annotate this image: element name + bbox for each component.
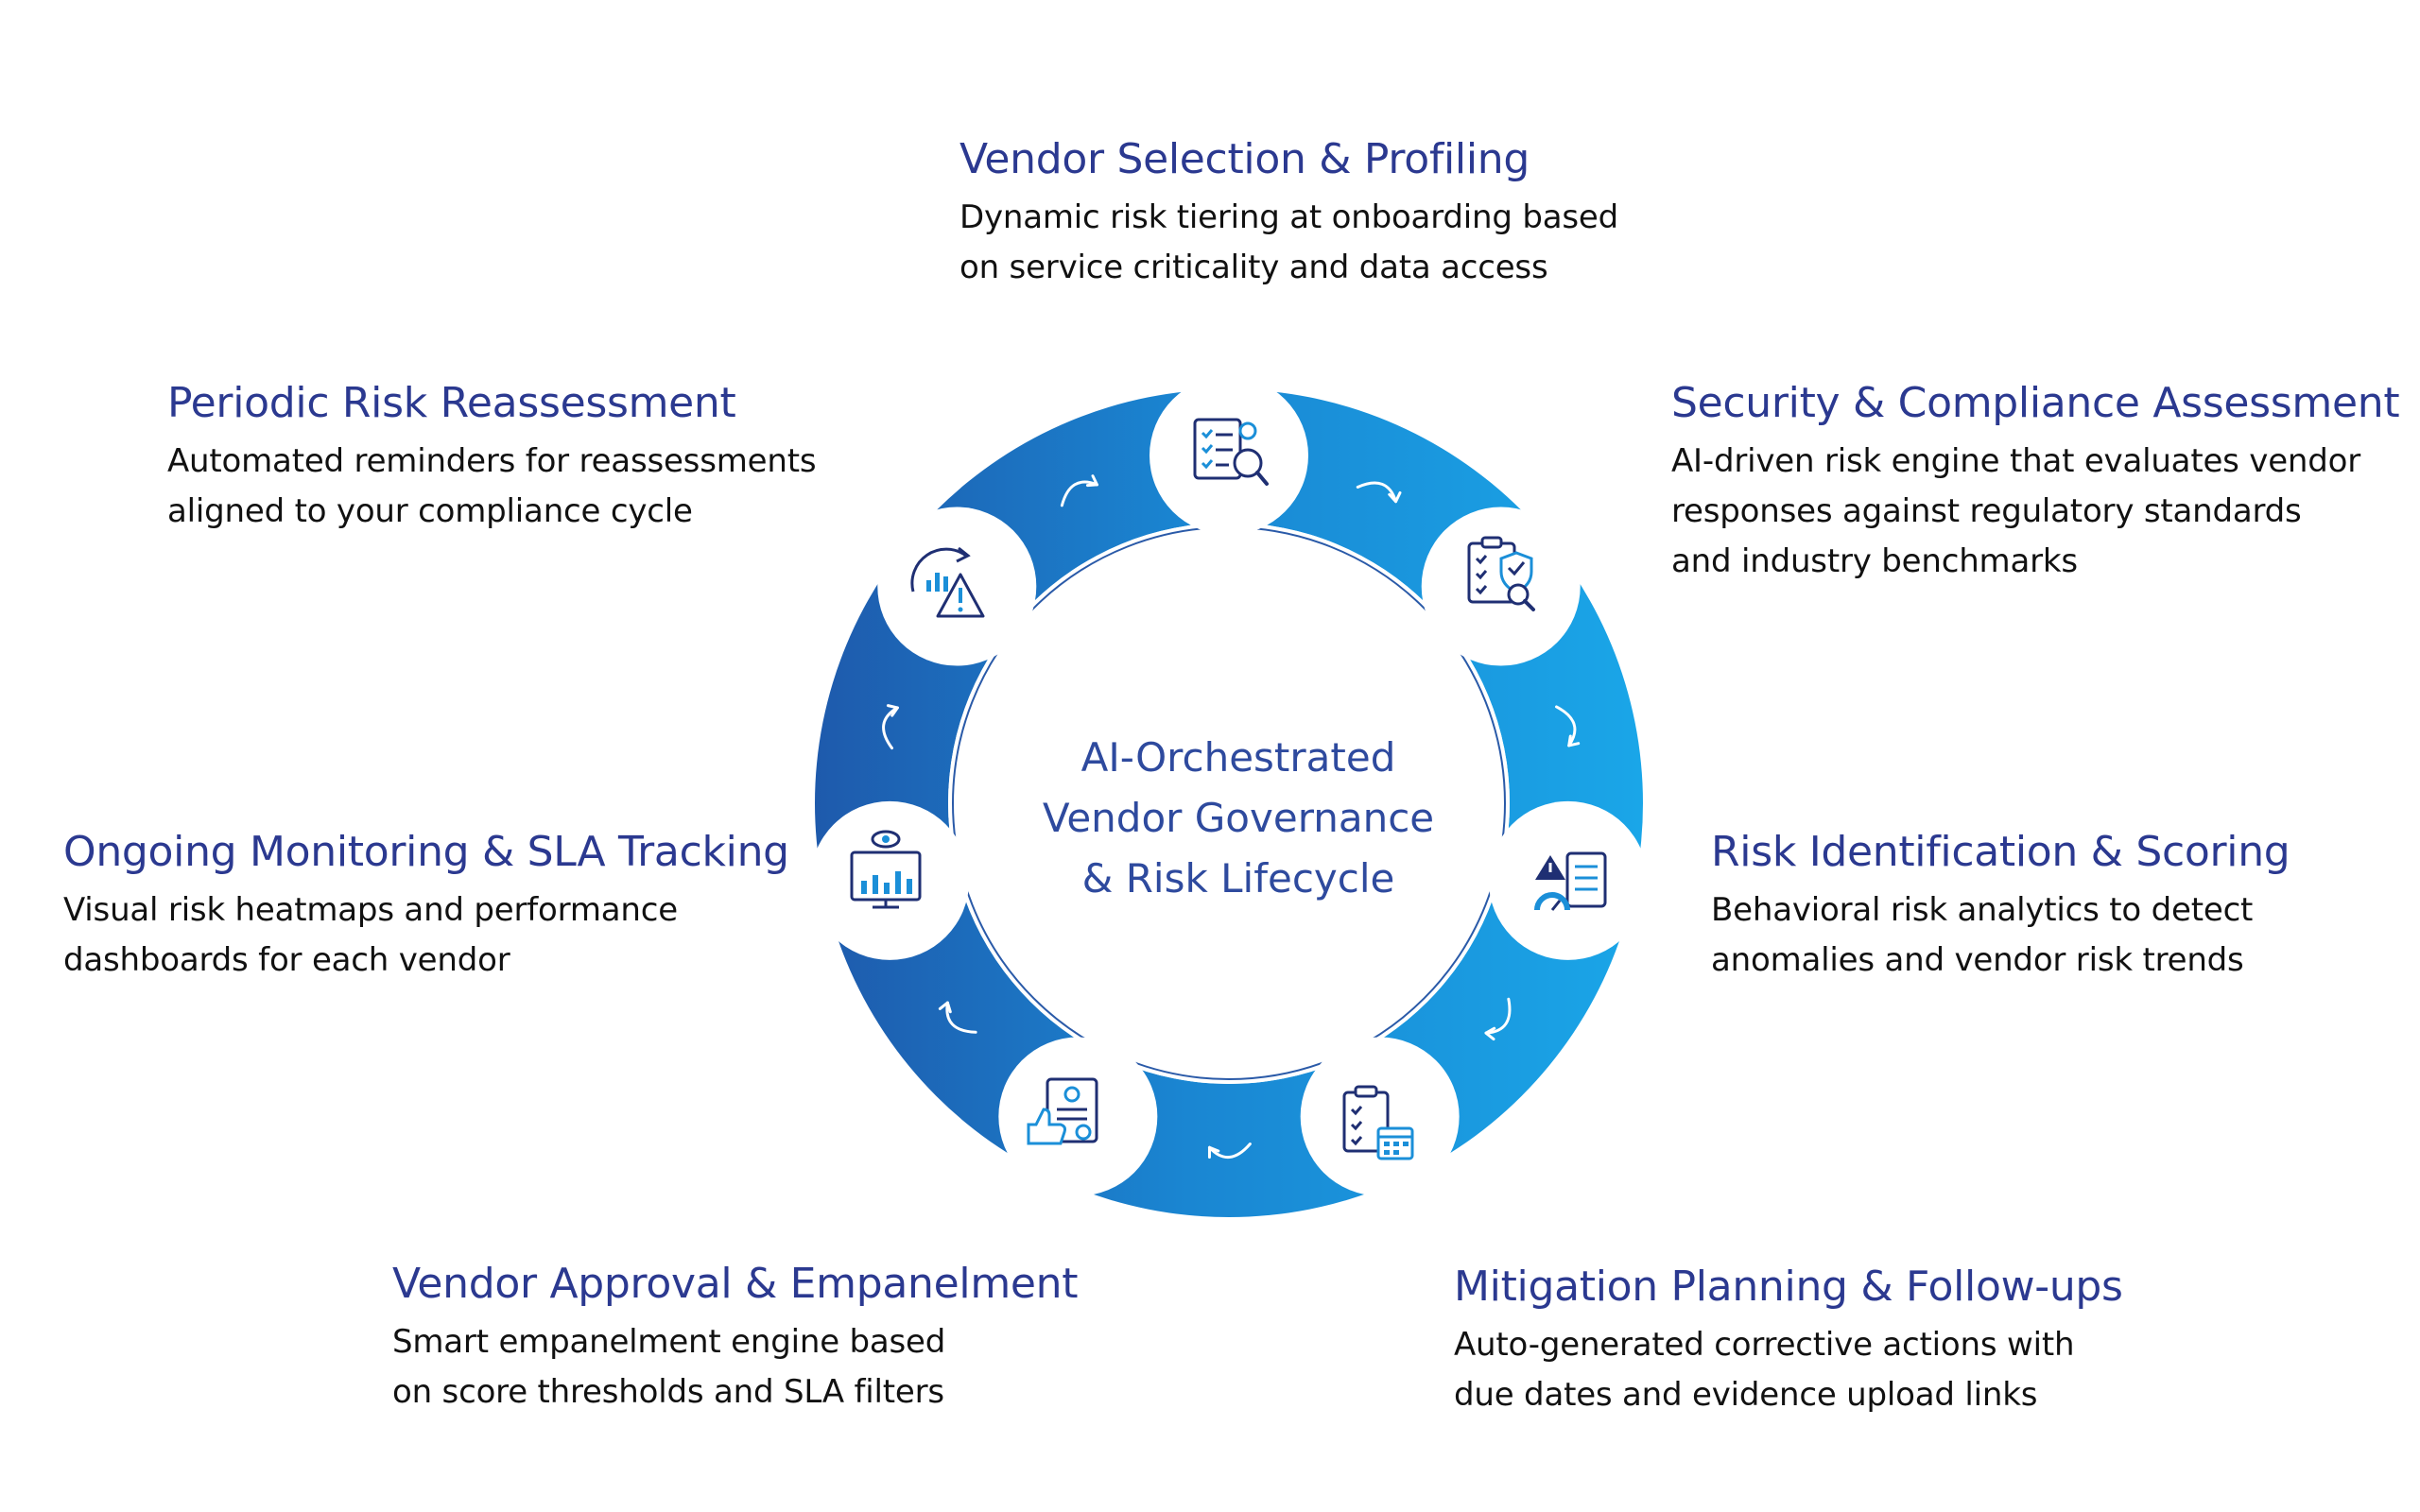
thumbs-up-certificate-icon: [1027, 1077, 1098, 1145]
step-description-line: Visual risk heatmaps and performance: [63, 891, 678, 929]
node-group: [810, 376, 1648, 1196]
step-vendor-approval: Vendor Approval & Empanelment Smart empa…: [392, 1257, 1078, 1418]
step-title: Vendor Selection & Profiling: [959, 135, 1530, 183]
step-title: Ongoing Monitoring & SLA Tracking: [63, 828, 789, 876]
step-risk-identification: Risk Identification & Scoring Behavioral…: [1711, 825, 2290, 986]
warning-gauge-document-icon: [1534, 851, 1607, 911]
step-description-line: Dynamic risk tiering at onboarding based: [959, 198, 1618, 236]
step-description-line: Behavioral risk analytics to detect: [1711, 891, 2254, 929]
step-node-1: [1150, 376, 1308, 535]
checklist-calendar-icon: [1342, 1085, 1414, 1160]
center-title: AI-Orchestrated Vendor Governance & Risk…: [983, 728, 1494, 909]
step-security-compliance: Security & Compliance Assessment AI-driv…: [1671, 376, 2400, 587]
inner-white-circle: [948, 523, 1510, 1084]
step-periodic-reassessment: Periodic Risk Reassessment Automated rem…: [167, 376, 817, 537]
step-description-line: responses against regulatory standards: [1671, 492, 2302, 530]
step-description: Visual risk heatmaps and performance das…: [63, 885, 789, 986]
step-description-line: aligned to your compliance cycle: [167, 492, 693, 530]
step-mitigation-planning: Mitigation Planning & Follow-ups Auto-ge…: [1454, 1260, 2123, 1420]
step-description: Smart empanelment engine based on score …: [392, 1317, 1078, 1418]
step-description-line: AI-driven risk engine that evaluates ven…: [1671, 442, 2361, 480]
step-node-2: [1421, 507, 1581, 666]
step-description-line: Smart empanelment engine based: [392, 1323, 946, 1361]
step-title: Vendor Approval & Empanelment: [392, 1260, 1079, 1308]
step-description-line: on score thresholds and SLA filters: [392, 1373, 944, 1411]
step-description-line: anomalies and vendor risk trends: [1711, 941, 2244, 979]
step-description: Dynamic risk tiering at onboarding based…: [959, 193, 1618, 293]
step-description: Behavioral risk analytics to detect anom…: [1711, 885, 2290, 986]
step-description-line: dashboards for each vendor: [63, 941, 510, 979]
step-node-4: [1300, 1037, 1460, 1196]
step-title: Risk Identification & Scoring: [1711, 828, 2290, 876]
step-description-line: and industry benchmarks: [1671, 542, 2078, 580]
checklist-user-search-icon: [1193, 418, 1269, 486]
step-description-line: due dates and evidence upload links: [1454, 1376, 2038, 1414]
step-ongoing-monitoring: Ongoing Monitoring & SLA Tracking Visual…: [63, 825, 789, 986]
step-title: Security & Compliance Assessment: [1671, 379, 2400, 427]
monitor-eye-chart-icon: [850, 830, 922, 909]
step-description: AI-driven risk engine that evaluates ven…: [1671, 437, 2399, 587]
step-description-line: Auto-generated corrective actions with: [1454, 1326, 2075, 1364]
step-description-line: on service criticality and data access: [959, 249, 1548, 286]
step-node-6: [810, 800, 970, 960]
step-description: Automated reminders for reassessments al…: [167, 437, 817, 537]
step-node-5: [998, 1037, 1158, 1196]
center-title-line-1: AI-Orchestrated: [1080, 734, 1396, 781]
step-vendor-selection: Vendor Selection & Profiling Dynamic ris…: [959, 132, 1618, 293]
center-title-line-3: & Risk Lifecycle: [1081, 855, 1395, 902]
refresh-chart-warning-icon: [910, 546, 985, 618]
step-title: Mitigation Planning & Follow-ups: [1454, 1263, 2123, 1311]
center-title-line-2: Vendor Governance: [1042, 795, 1435, 841]
step-title: Periodic Risk Reassessment: [167, 379, 736, 427]
clipboard-shield-search-icon: [1467, 536, 1535, 611]
step-description: Auto-generated corrective actions with d…: [1454, 1320, 2123, 1420]
step-description-line: Automated reminders for reassessments: [167, 442, 817, 480]
